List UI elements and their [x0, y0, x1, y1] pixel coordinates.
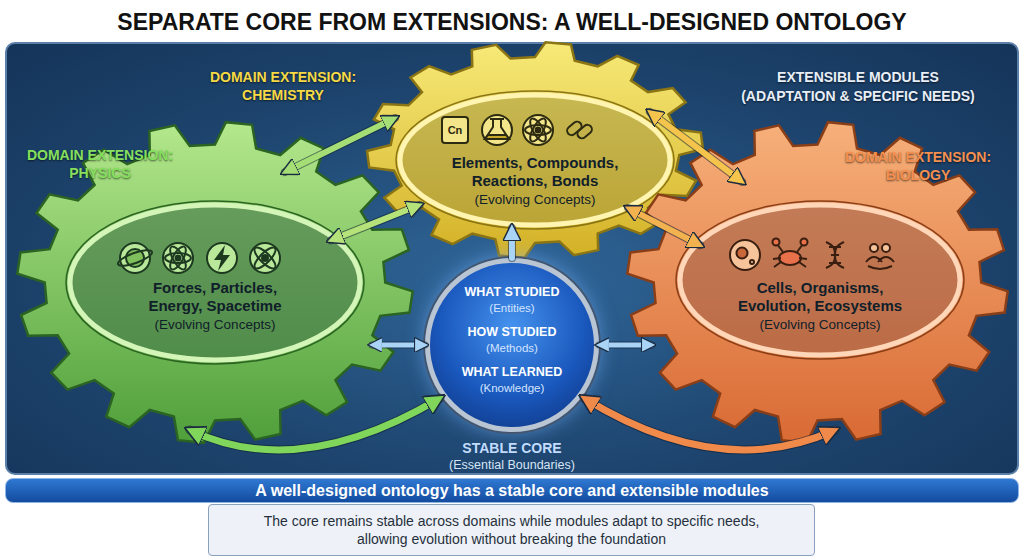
core-text: (Knowledge) [425, 380, 599, 396]
organism-icon [773, 239, 808, 268]
cell-icon [730, 240, 760, 270]
chemistry-gear: DOMAIN EXTENSION: CHEMISTRYElements, Com… [365, 40, 705, 260]
caption-box: The core remains stable across domains w… [208, 504, 815, 556]
chemistry-icons [442, 115, 594, 145]
heading: DOMAIN EXTENSION: BIOLOGY [833, 148, 1003, 184]
connector-outline [285, 118, 395, 172]
connector-outline [190, 398, 440, 450]
core-text: (Methods) [425, 340, 599, 356]
energy-icon [207, 243, 237, 273]
element-box-icon [442, 117, 468, 143]
concepts: Cells, Organisms, Evolution, Ecosystems [725, 279, 915, 315]
biology-icons [730, 239, 894, 271]
physics-icons [116, 243, 280, 273]
connector-outline [650, 112, 742, 182]
diagram-title: SEPARATE CORE FROM EXTENSIONS: A WELL-DE… [0, 4, 1024, 40]
connector-arrow [190, 398, 440, 450]
core-text: WHAT LEARNED [425, 364, 599, 380]
heading: DOMAIN EXTENSION: PHYSICS [15, 146, 185, 182]
note: (Evolving Concepts) [95, 316, 335, 334]
planet-icon [116, 243, 153, 273]
ecosystem-icon [866, 244, 894, 269]
biology-gear: DOMAIN EXTENSION: BIOLOGY Cells, Organism… [625, 120, 1010, 445]
connector-arrow [599, 342, 652, 347]
band-text: A well-designed ontology has a stable co… [6, 479, 1018, 502]
core-circle: WHAT STUDIED(Entities) HOW STUDIED(Method… [425, 258, 599, 432]
concepts: Elements, Compounds, Reactions, Bonds [440, 154, 630, 190]
connector-arrow [584, 398, 835, 450]
physics-gear: DOMAIN EXTENSION: PHYSICS Forces, Particl… [15, 120, 415, 445]
core-text: WHAT STUDIED [425, 284, 599, 300]
gear-hub-edge [676, 201, 964, 359]
dna-icon [826, 242, 844, 268]
connector-arrow [509, 228, 515, 258]
connector-outline [331, 205, 419, 240]
gear-hub [70, 205, 360, 360]
gear-shape [365, 40, 705, 260]
connector-arrow [331, 205, 419, 240]
connector-arrow [285, 118, 395, 172]
note: (Evolving Concepts) [415, 191, 655, 209]
gear-body [627, 122, 1007, 443]
atom-icon [523, 115, 553, 145]
module-note: EXTENSIBLE MODULES (ADAPTATION & SPECIFI… [738, 68, 978, 106]
connector-outline [584, 398, 835, 450]
concepts: Forces, Particles, Energy, Spacetime [125, 279, 305, 315]
note: (Evolving Concepts) [700, 316, 940, 334]
gear-body [367, 42, 703, 258]
connector-arrow [372, 342, 425, 347]
core-text: (Entities) [425, 300, 599, 316]
connector-arrow [650, 112, 742, 182]
core-text: STABLE CORE [382, 440, 642, 456]
connector-arrow [628, 208, 700, 245]
bond-link-icon [565, 120, 593, 140]
connector-outline [508, 228, 516, 258]
flask-icon [482, 115, 512, 145]
core-text: HOW STUDIED [425, 324, 599, 340]
summary-band: A well-designed ontology has a stable co… [5, 478, 1019, 503]
connector-outline [372, 341, 425, 348]
gear-hub [680, 205, 960, 355]
atom-icon [163, 243, 193, 273]
connector-outline [599, 341, 652, 348]
connector-outline [628, 208, 700, 245]
gear-hub-edge [66, 201, 364, 364]
heading: DOMAIN EXTENSION: CHEMISTRY [198, 68, 368, 104]
spacetime-icon [250, 243, 280, 273]
core-text: (Essential Boundaries) [382, 457, 642, 473]
